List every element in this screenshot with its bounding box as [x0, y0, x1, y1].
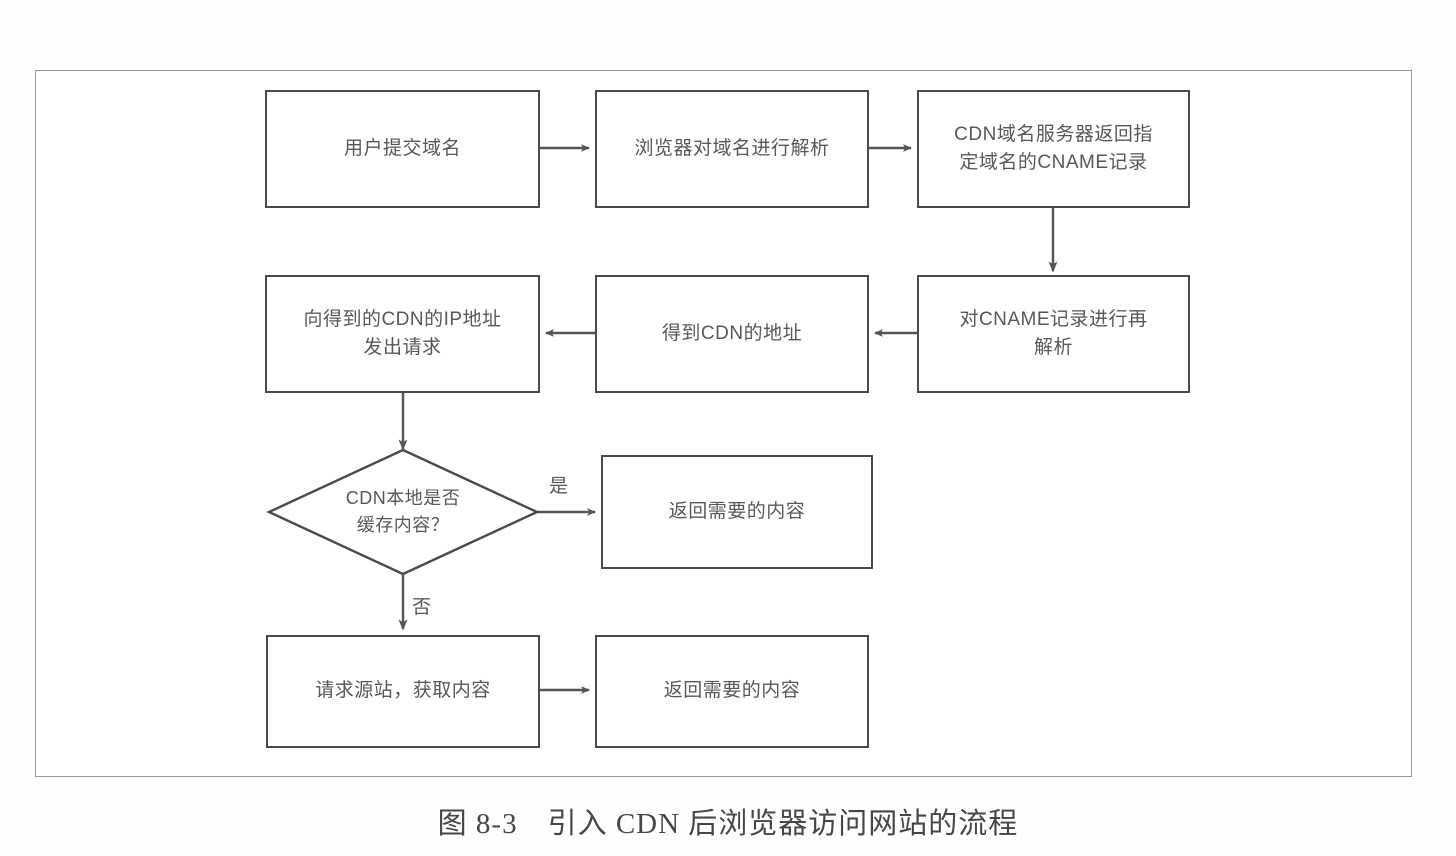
node-return-content-cached[interactable]: 返回需要的内容: [601, 455, 873, 569]
node-user-submit-domain[interactable]: 用户提交域名: [265, 90, 540, 208]
node-label: CDN域名服务器返回指 定域名的CNAME记录: [954, 123, 1153, 174]
figure-caption: 图 8-3 引入 CDN 后浏览器访问网站的流程: [437, 808, 1019, 840]
node-label: CDN本地是否 缓存内容？: [345, 488, 461, 535]
node-return-content-origin[interactable]: 返回需要的内容: [595, 635, 869, 748]
node-get-cdn-address[interactable]: 得到CDN的地址: [595, 275, 869, 393]
node-request-cdn-ip[interactable]: 向得到的CDN的IP地址 发出请求: [265, 275, 540, 393]
node-label: 向得到的CDN的IP地址 发出请求: [303, 308, 502, 359]
node-cdn-dns-returns-cname[interactable]: CDN域名服务器返回指 定域名的CNAME记录: [917, 90, 1190, 208]
node-cdn-cache-decision[interactable]: CDN本地是否 缓存内容？: [269, 450, 537, 574]
node-browser-resolve-domain[interactable]: 浏览器对域名进行解析: [595, 90, 869, 208]
node-label: 浏览器对域名进行解析: [634, 137, 830, 159]
edge-label-no: 否: [412, 597, 432, 618]
edge-label-yes: 是: [549, 476, 569, 497]
node-label: 请求源站，获取内容: [315, 680, 491, 702]
node-label: 用户提交域名: [343, 137, 461, 159]
node-label: 得到CDN的地址: [661, 322, 803, 344]
node-request-origin-server[interactable]: 请求源站，获取内容: [266, 635, 540, 748]
node-label: 对CNAME记录进行再 解析: [959, 308, 1148, 359]
node-resolve-cname-again[interactable]: 对CNAME记录进行再 解析: [917, 275, 1190, 393]
node-label: 返回需要的内容: [663, 680, 801, 702]
node-label: 返回需要的内容: [668, 500, 806, 522]
